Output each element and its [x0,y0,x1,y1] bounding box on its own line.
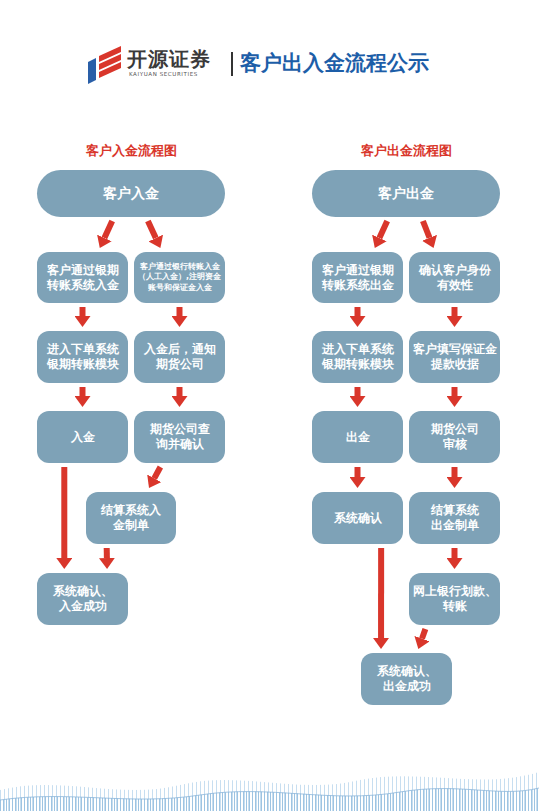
node-text: 出金 [346,430,370,445]
process-box: 客户通过银行转账入金（人工入金）,注明资金账号和保证金入金 [134,252,225,303]
flow-arrow [154,467,160,478]
node-text: 进入下单系统银期转账模块 [321,342,395,372]
wave-line [0,788,539,800]
logo-mark [88,46,121,84]
node-text: 网上银行划款、转账 [412,584,497,614]
node-text: 进入下单系统银期转账模块 [46,342,120,372]
process-box: 系统确认、入金成功 [37,573,128,625]
section-heading: 客户入金流程图 [86,142,177,160]
node-text: 结算系统入金制单 [100,503,162,533]
flow-arrow [80,387,86,396]
node-text: 客户填写保证金提款收据 [412,342,497,372]
section-heading: 客户出金流程图 [361,142,452,160]
flow-arrow [177,307,183,316]
logo-stripe [99,62,121,78]
process-box: 客户通过银期转账系统出金 [312,252,403,303]
flow-arrow [422,629,425,639]
flow-arrow [61,467,67,558]
node-text: 客户通过银期转账系统出金 [321,263,395,293]
process-box: 期货公司审核 [409,411,500,463]
node-text: 客户通过银期转账系统入金 [46,263,120,293]
node-text: 系统确认、出金成功 [375,664,437,694]
flow-arrow [423,221,430,238]
process-box: 确认客户身份有效性 [409,252,500,303]
node-text: 期货公司查询并确认 [148,422,210,452]
process-box: 进入下单系统银期转账模块 [312,331,403,383]
flow-arrow [104,548,110,558]
node-text: 系统确认、入金成功 [51,584,113,614]
logo-stripe [88,58,96,84]
process-box: 结算系统入金制单 [86,492,176,544]
start-pill: 客户入金 [37,170,225,217]
start-pill: 客户出金 [312,170,500,217]
flow-arrow [378,548,384,638]
node-text: 客户出金 [378,184,434,202]
process-box: 系统确认、出金成功 [361,653,452,705]
node-text: 期货公司审核 [429,422,480,452]
node-text: 确认客户身份有效性 [418,263,492,293]
process-box: 出金 [312,411,403,463]
wave-decoration [0,772,539,811]
wave-decoration [0,788,539,811]
node-text: 入金后，通知期货公司 [143,342,217,372]
flow-arrow [355,307,361,316]
process-box: 期货公司查询并确认 [134,411,225,463]
process-box: 入金 [37,411,128,463]
node-text: 客户通过银行转账入金（人工入金）,注明资金账号和保证金入金 [138,262,221,293]
flow-arrow [355,467,361,477]
flow-arrow [452,467,458,477]
page-title: 客户出入金流程公示 [240,49,429,77]
flow-arrow [452,307,458,316]
flow-arrow [355,387,361,396]
process-box: 系统确认 [312,492,403,544]
process-box: 结算系统出金制单 [409,492,500,544]
node-text: 系统确认 [334,511,382,526]
process-box: 进入下单系统银期转账模块 [37,331,128,383]
flow-arrow [452,387,458,396]
flow-arrow [80,307,86,316]
process-box: 客户填写保证金提款收据 [409,331,500,383]
brand-text: KAIYUAN SECURITIES [129,71,198,77]
flow-arrow [452,548,458,558]
divider-bar [231,52,233,76]
brand-text: 开源证券 [127,46,211,73]
flow-arrow [177,387,183,396]
flow-arrow [379,221,387,238]
node-text: 客户入金 [103,184,159,202]
process-box: 入金后，通知期货公司 [134,331,225,383]
process-box: 客户通过银期转账系统入金 [37,252,128,303]
process-box: 网上银行划款、转账 [409,573,500,625]
node-text: 入金 [71,430,95,445]
flow-arrow [104,221,112,238]
flow-arrow [148,221,156,238]
node-text: 结算系统出金制单 [429,503,480,533]
